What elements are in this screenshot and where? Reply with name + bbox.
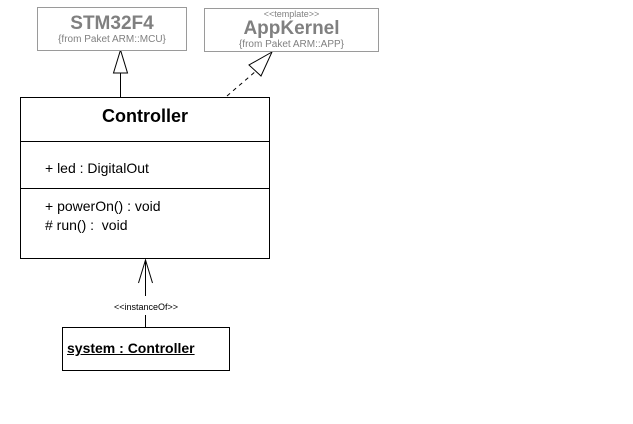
open-arrowhead-icon bbox=[138, 258, 153, 284]
compartment-divider bbox=[21, 188, 269, 189]
object-system[interactable]: system : Controller bbox=[62, 327, 230, 371]
realization-line bbox=[226, 70, 257, 97]
operation-poweron: + powerOn() : void bbox=[45, 198, 161, 214]
compartment-divider bbox=[21, 141, 269, 142]
class-name: Controller bbox=[101, 106, 188, 126]
class-name: STM32F4 bbox=[70, 13, 154, 34]
class-appkernel[interactable]: <<template>> AppKernel {from Paket ARM::… bbox=[204, 8, 379, 52]
instanceof-label: <<instanceOf>> bbox=[100, 302, 192, 312]
class-stereotype: <<template>> bbox=[263, 9, 320, 19]
instanceof-dependency bbox=[138, 258, 153, 327]
class-name: AppKernel bbox=[243, 18, 340, 39]
generalization-arrow bbox=[112, 48, 129, 97]
class-controller[interactable]: Controller + led : DigitalOut + powerOn(… bbox=[20, 97, 270, 259]
class-origin: {from Paket ARM::MCU} bbox=[58, 34, 166, 45]
class-origin: {from Paket ARM::APP} bbox=[238, 39, 345, 50]
generalization-triangle-icon bbox=[112, 48, 129, 74]
operation-run: # run() : void bbox=[45, 217, 128, 233]
attribute-led: + led : DigitalOut bbox=[45, 160, 149, 176]
realization-arrow bbox=[226, 50, 274, 97]
object-name: system : Controller bbox=[67, 340, 195, 356]
realization-triangle-icon bbox=[248, 50, 274, 77]
class-stm32f4[interactable]: STM32F4 {from Paket ARM::MCU} bbox=[37, 7, 187, 51]
